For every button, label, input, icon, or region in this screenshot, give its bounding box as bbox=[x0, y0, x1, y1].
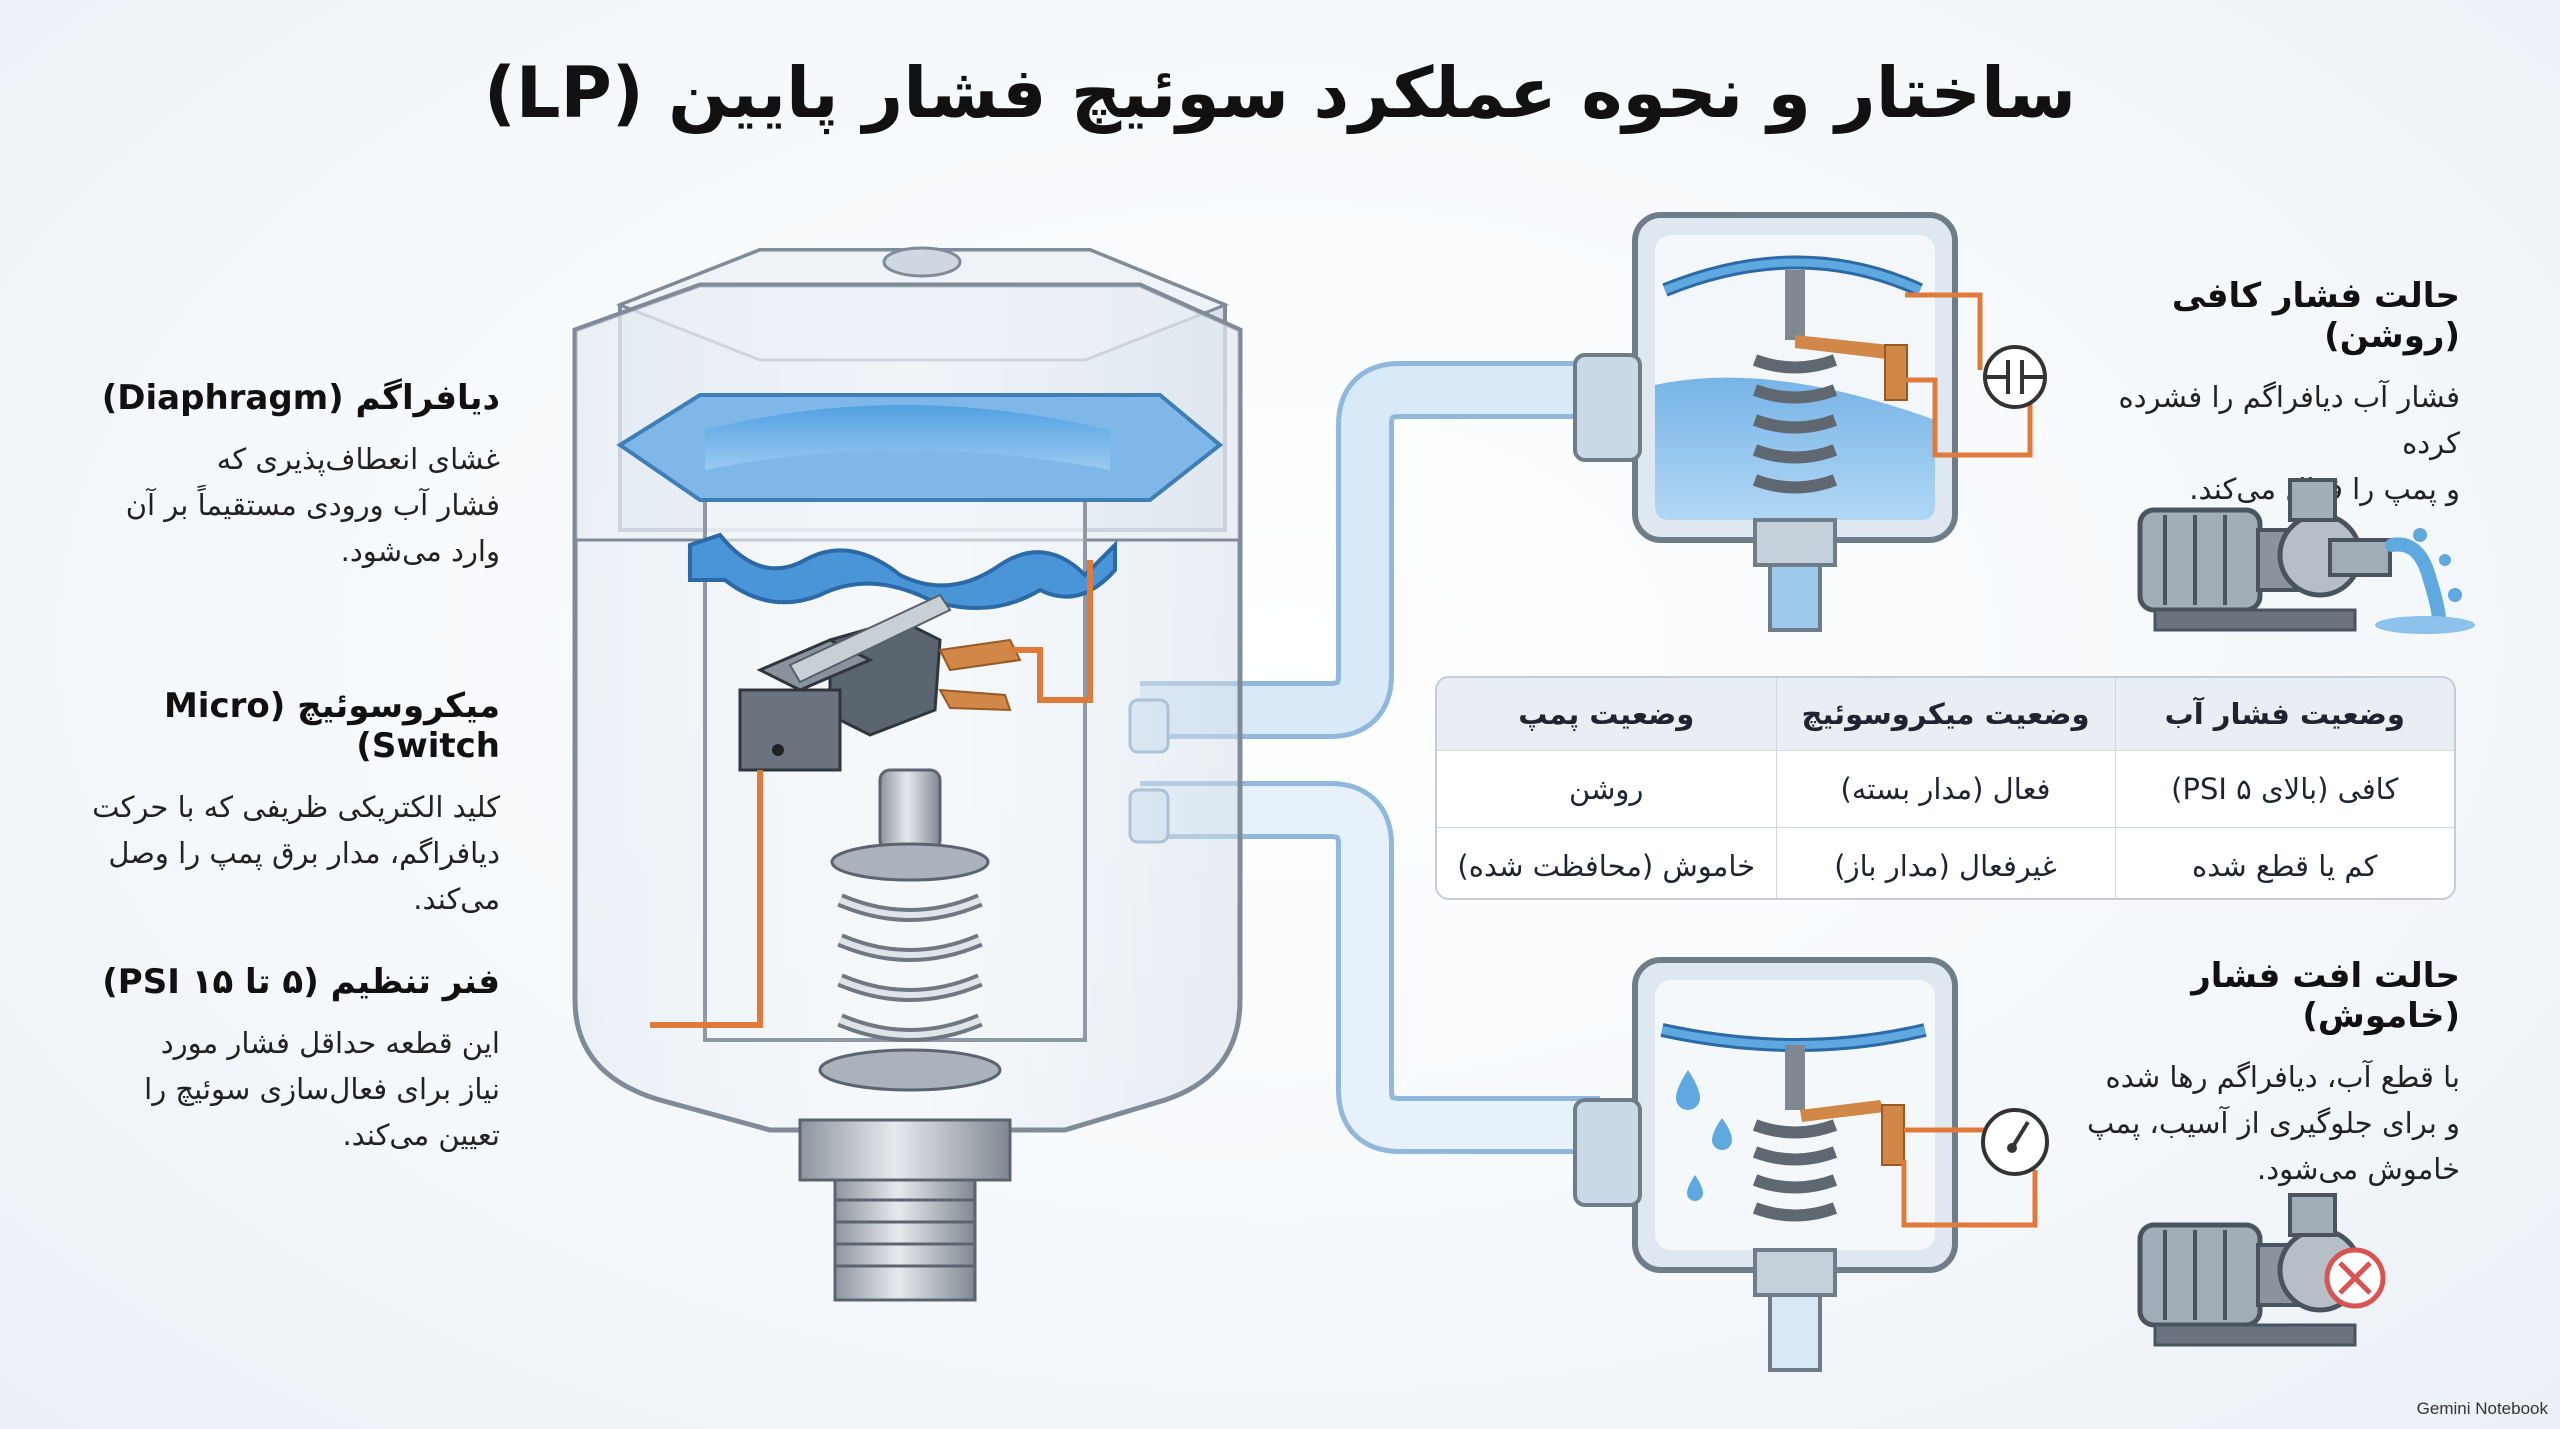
on-state-diagram bbox=[1573, 212, 2047, 632]
diaphragm-label: دیافراگم (Diaphragm) غشای انعطاف‌پذیری ک… bbox=[80, 378, 500, 574]
table-row: کم یا قطع شده غیرفعال (مدار باز) خاموش (… bbox=[1437, 827, 2454, 898]
table-cell: فعال (مدار بسته) bbox=[1775, 750, 2116, 828]
table-header: وضعیت میکروسوئیچ bbox=[1775, 678, 2116, 751]
water-splash-icon bbox=[2375, 528, 2475, 634]
page-title: ساختار و نحوه عملکرد سوئیچ فشار پایین (L… bbox=[483, 52, 2077, 134]
on-spring bbox=[1752, 354, 1838, 494]
state-on-heading: حالت فشار کافی (روشن) bbox=[2171, 276, 2460, 356]
spring-line-1: این قطعه حداقل فشار مورد bbox=[160, 1026, 500, 1060]
table-cell: غیرفعال (مدار باز) bbox=[1775, 827, 2116, 898]
wire-upper bbox=[1010, 560, 1093, 703]
table-header-row: وضعیت فشار آب وضعیت میکروسوئیچ وضعیت پمپ bbox=[1437, 678, 2454, 751]
diaphragm-line-3: وارد می‌شود. bbox=[340, 534, 500, 568]
wire-lower bbox=[650, 770, 763, 1028]
micro-switch bbox=[738, 593, 1022, 772]
pipe-to-off-state bbox=[1140, 781, 1600, 1154]
threaded-fitting bbox=[833, 1178, 977, 1302]
top-screw bbox=[882, 246, 962, 278]
micro-switch-label: میکروسوئیچ (Micro Switch) کلید الکتریکی … bbox=[80, 686, 500, 922]
on-plunger bbox=[1785, 270, 1805, 340]
table-cell: کافی (بالای ۵ PSI) bbox=[2114, 750, 2454, 828]
status-table: وضعیت فشار آب وضعیت میکروسوئیچ وضعیت پمپ… bbox=[1435, 676, 2456, 900]
table-header: وضعیت پمپ bbox=[1437, 678, 1777, 751]
state-off-line-3: خاموش می‌شود. bbox=[2256, 1152, 2460, 1186]
pump-icon bbox=[2137, 478, 2392, 632]
off-state-diagram bbox=[1573, 957, 2049, 1372]
state-off-line-2: و برای جلوگیری از آسیب، پمپ bbox=[2086, 1106, 2460, 1140]
watermark: Gemini Notebook bbox=[2416, 1399, 2548, 1418]
main-switch-housing bbox=[572, 246, 1243, 1302]
adjustment-spring bbox=[818, 768, 1002, 1092]
spring-label: فنر تنظیم (۵ تا ۱۵ PSI) این قطعه حداقل ف… bbox=[80, 962, 500, 1158]
pressure-gauge-icon bbox=[1981, 1108, 2049, 1176]
table-header: وضعیت فشار آب bbox=[2114, 678, 2454, 751]
spring-line-3: تعیین می‌کند. bbox=[342, 1118, 500, 1152]
micro-switch-heading: میکروسوئیچ (Micro Switch) bbox=[163, 686, 500, 766]
off-spring bbox=[1752, 1119, 1838, 1222]
state-off-label: حالت افت فشار (خاموش) با قطع آب، دیافراگ… bbox=[2065, 956, 2460, 1192]
micro-switch-line-2: دیافراگم، مدار برق پمپ را وصل bbox=[108, 836, 500, 870]
pipe-to-on-state bbox=[1140, 361, 1600, 739]
diaphragm-heading: دیافراگم (Diaphragm) bbox=[101, 378, 500, 418]
spring-line-2: نیاز برای فعال‌سازی سوئیچ را bbox=[144, 1072, 500, 1106]
diaphragm-membrane bbox=[688, 532, 1117, 610]
table-cell: خاموش (محافظت شده) bbox=[1437, 827, 1777, 898]
cancel-icon bbox=[2324, 1247, 2386, 1309]
table-cell: کم یا قطع شده bbox=[2114, 827, 2454, 898]
micro-switch-line-3: می‌کند. bbox=[413, 882, 500, 916]
water-drop-icon bbox=[1676, 1070, 1732, 1201]
state-off-line-1: با قطع آب، دیافراگم رها شده bbox=[2105, 1060, 2461, 1094]
micro-switch-line-1: کلید الکتریکی ظریفی که با حرکت bbox=[92, 790, 500, 824]
diaphragm-line-1: غشای انعطاف‌پذیری که bbox=[216, 442, 500, 476]
table-row: کافی (بالای ۵ PSI) فعال (مدار بسته) روشن bbox=[1437, 750, 2454, 828]
hex-nut bbox=[798, 1118, 1012, 1182]
table-cell: روشن bbox=[1437, 750, 1777, 828]
state-off-heading: حالت افت فشار (خاموش) bbox=[2191, 956, 2460, 1036]
diaphragm-line-2: فشار آب ورودی مستقیماً بر آن bbox=[125, 488, 500, 522]
spring-heading: فنر تنظیم (۵ تا ۱۵ PSI) bbox=[102, 962, 500, 1002]
state-on-line-1: فشار آب دیافراگم را فشرده کرده bbox=[2118, 380, 2460, 460]
